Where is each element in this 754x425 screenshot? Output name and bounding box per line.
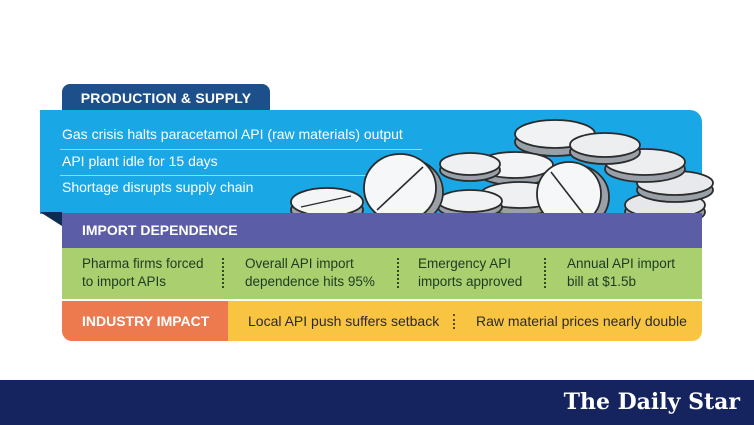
import-point-2-line-1: Overall API import: [245, 256, 354, 271]
divider: [453, 314, 455, 329]
import-dependence-heading: IMPORT DEPENDENCE: [82, 222, 238, 238]
import-point-1-line-1: Pharma firms forced: [82, 256, 204, 271]
industry-impact-heading: INDUSTRY IMPACT: [82, 313, 210, 329]
import-point-2: Overall API import dependence hits 95%: [245, 255, 375, 291]
production-point-2: API plant idle for 15 days: [62, 153, 218, 169]
pill-stack-middle: [439, 151, 554, 186]
import-dependence-panel: Pharma firms forced to import APIs Overa…: [62, 248, 702, 299]
industry-impact-heading-band: INDUSTRY IMPACT: [62, 301, 228, 341]
import-point-3-line-1: Emergency API: [418, 256, 512, 271]
production-supply-heading: PRODUCTION & SUPPLY: [62, 84, 270, 112]
divider: [60, 175, 422, 176]
import-point-4-line-1: Annual API import: [567, 256, 676, 271]
impact-point-2: Raw material prices nearly double: [476, 313, 687, 329]
brand-logo: The Daily Star: [563, 389, 740, 415]
divider: [60, 149, 422, 150]
import-point-3-line-2: imports approved: [418, 274, 523, 289]
divider: [222, 258, 224, 288]
footer-bar: The Daily Star: [0, 380, 754, 425]
industry-impact-panel: Local API push suffers setback Raw mater…: [228, 301, 702, 341]
import-point-2-line-2: dependence hits 95%: [245, 274, 375, 289]
divider: [397, 258, 399, 288]
pill-standing-big: [363, 153, 444, 227]
impact-point-1: Local API push suffers setback: [248, 313, 440, 329]
import-point-1-line-2: to import APIs: [82, 274, 167, 289]
import-point-4: Annual API import bill at $1.5b: [567, 255, 675, 291]
import-point-3: Emergency API imports approved: [418, 255, 522, 291]
import-point-1: Pharma firms forced to import APIs: [82, 255, 204, 291]
production-point-3: Shortage disrupts supply chain: [62, 179, 254, 195]
production-point-1: Gas crisis halts paracetamol API (raw ma…: [62, 126, 403, 142]
panel-fold-shadow: [40, 212, 62, 226]
import-dependence-heading-band: IMPORT DEPENDENCE: [62, 213, 702, 248]
pill-stack-top: [514, 119, 641, 165]
import-point-4-line-2: bill at $1.5b: [567, 274, 637, 289]
divider: [544, 258, 546, 288]
